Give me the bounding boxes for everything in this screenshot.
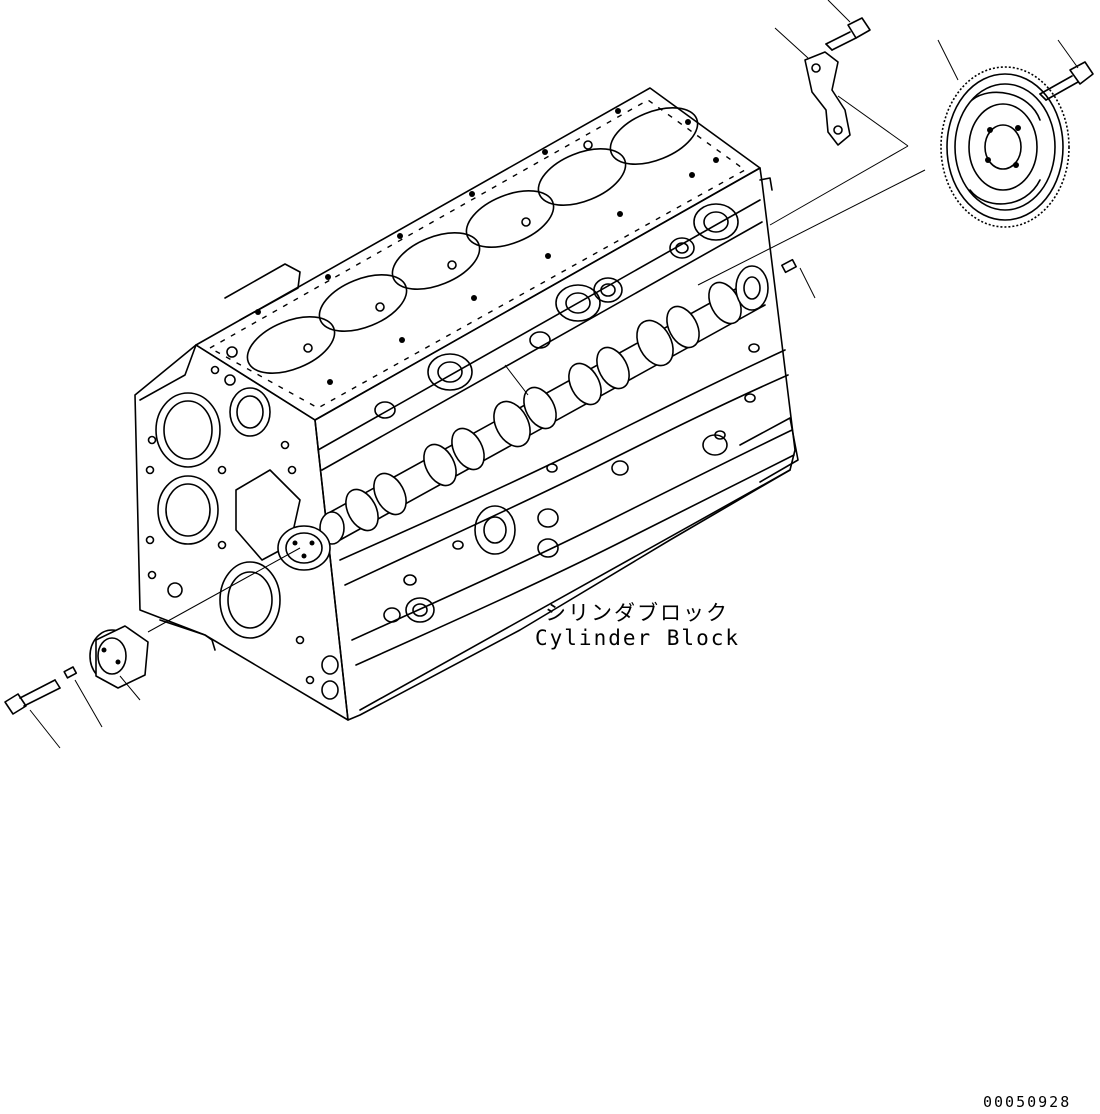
part-label-english: Cylinder Block [535,626,741,650]
front-bolt [4,679,61,715]
dowel-pin-front [63,666,78,679]
gear-bolt [1039,61,1094,101]
thrust-plate-bolt [825,17,871,51]
reference-number: 00050928 [983,1093,1072,1111]
camshaft [319,265,769,545]
cylinder-block [134,87,799,721]
front-face-bore-upper [155,392,221,468]
leader-lines [29,0,1079,749]
side-bosses [321,203,760,700]
deck-bolt-holes [226,108,719,385]
dowel-pin-rear [781,258,797,274]
thrust-plate [804,51,851,146]
part-label-japanese: シリンダブロック [545,601,729,625]
cam-lobes [345,281,742,532]
cam-plug-disc [277,525,331,571]
front-hub [89,625,149,689]
cam-gear [940,66,1070,228]
cylinder-bores [246,107,699,374]
